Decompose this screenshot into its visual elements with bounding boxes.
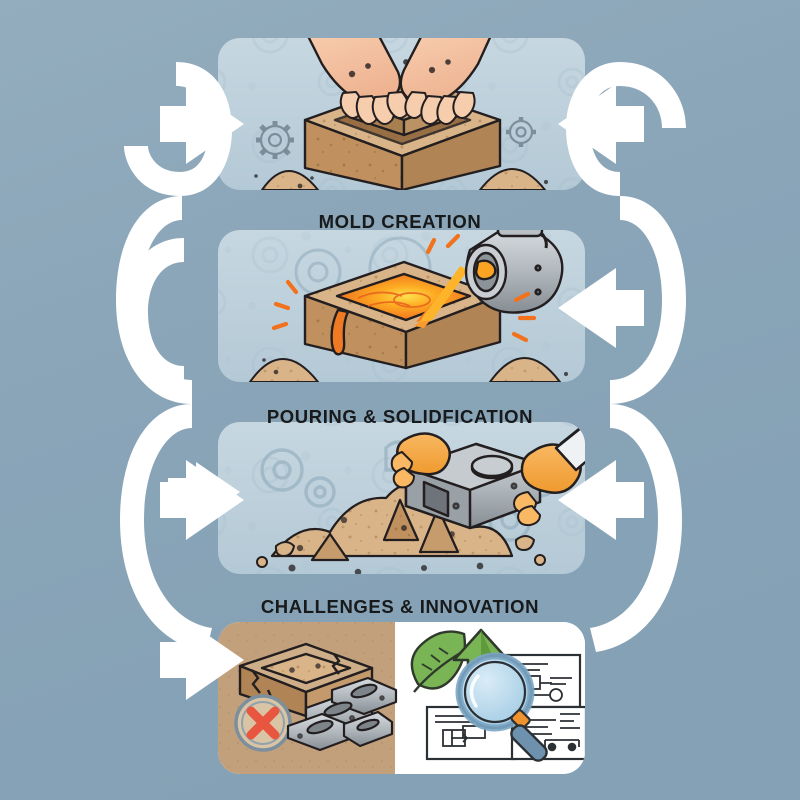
panel-4-title: CHALLENGES & INNOVATION [260,596,540,617]
hands-illustration [298,38,500,125]
x-icon [246,706,280,740]
magnifier-icon [455,652,548,762]
leaf-icon [410,630,467,693]
defective-parts [286,676,398,752]
panel-4 [218,622,585,774]
x-error-badge [234,694,292,752]
sand-mound [248,357,563,382]
molten-stream [414,266,468,328]
ladle [464,230,564,314]
panel-2-title: MOLD CREATION [318,211,482,232]
sand-specks [262,358,569,377]
panel-1 [218,38,585,190]
panel-2 [218,230,585,382]
sand-specks [254,174,549,189]
panel-3-title: POURING & SOLIDFICATION [266,406,534,427]
spark-marks [271,233,537,343]
sand-mound [260,168,548,190]
gear-watermark [256,117,536,159]
panel-3 [218,422,585,574]
